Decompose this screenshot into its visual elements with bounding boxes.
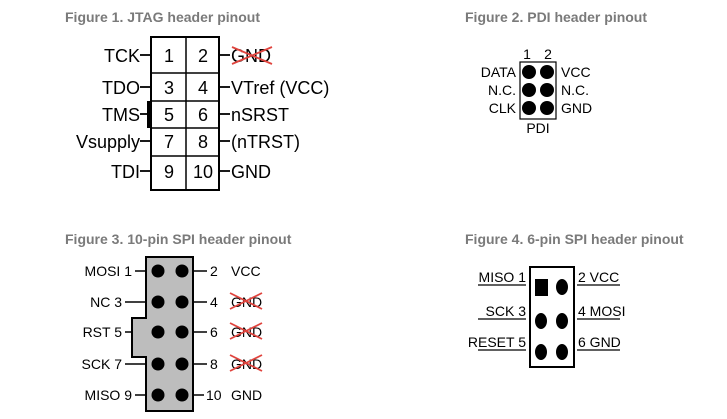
spi6-pin — [556, 279, 568, 295]
strikethrough-mark — [229, 354, 263, 372]
pdi-right-label: N.C. — [561, 82, 589, 98]
jtag-signal-label: TCK — [104, 46, 140, 66]
spi6-pin — [556, 313, 568, 329]
spi6-left-label: SCK 3 — [486, 303, 527, 319]
spi10-right-number: 6 — [210, 324, 218, 340]
pdi-column-label: 1 — [523, 46, 531, 62]
spi10-pin — [175, 388, 189, 402]
jtag-signal-label: TDI — [111, 162, 140, 182]
jtag-pin-number: 7 — [164, 132, 174, 152]
spi6-pin — [556, 344, 568, 360]
jtag-pin-number: 9 — [164, 162, 174, 182]
pdi-pin — [522, 65, 536, 79]
spi10-pin — [151, 388, 165, 402]
spi10-pin — [175, 357, 189, 371]
jtag-pin-number: 2 — [198, 46, 208, 66]
spi10-right-number: 2 — [210, 263, 218, 279]
pdi-column-label: 2 — [544, 46, 552, 62]
spi6-pin-1-square — [535, 279, 548, 296]
pdi-right-label: GND — [561, 100, 592, 116]
figure-4-title: Figure 4. 6-pin SPI header pinout — [465, 231, 684, 247]
spi6-pin — [535, 313, 547, 329]
pdi-pin — [540, 101, 554, 115]
spi10-left-label: SCK 7 — [82, 356, 123, 372]
jtag-signal-label: Vsupply — [76, 132, 140, 152]
spi10-pin — [175, 325, 189, 339]
spi10-pin — [175, 264, 189, 278]
pdi-pin — [522, 83, 536, 97]
spi10-right-signal: GND — [231, 387, 262, 403]
jtag-pin-number: 3 — [164, 78, 174, 98]
figure-1-title: Figure 1. JTAG header pinout — [65, 9, 260, 25]
jtag-signal-label: TDO — [102, 78, 140, 98]
jtag-pin-number: 6 — [198, 105, 208, 125]
spi10-left-label: NC 3 — [90, 294, 122, 310]
jtag-header: 1 TCK 2GND 3 TDO 4 VTref (VCC) 5 TMS 6 nSRST 7 Vsupp… — [76, 36, 329, 191]
spi10-pin — [151, 357, 165, 371]
pdi-header: 1 2 DATA VCC N.C. N.C. CLK GND PDI — [481, 46, 592, 136]
strikethrough-mark — [229, 322, 263, 340]
jtag-pin-number: 10 — [193, 162, 213, 182]
spi10-left-label: RST 5 — [83, 324, 123, 340]
pdi-pin — [522, 101, 536, 115]
spi10-right-number: 10 — [206, 387, 222, 403]
spi10-right-signal: VCC — [231, 263, 261, 279]
spi10-right-number: 4 — [210, 294, 218, 310]
jtag-signal-label: GND — [231, 162, 271, 182]
spi10-pin — [151, 264, 165, 278]
figure-3-title: Figure 3. 10-pin SPI header pinout — [65, 231, 292, 247]
spi6-header: MISO 1 2 VCC SCK 3 4 MOSI RESET 5 6 GND — [468, 266, 625, 368]
jtag-pin-number: 8 — [198, 132, 208, 152]
spi10-pin — [151, 325, 165, 339]
spi10-pin — [175, 295, 189, 309]
spi6-right-label: 6 GND — [578, 334, 621, 350]
spi10-left-label: MISO 9 — [85, 387, 133, 403]
spi10-pin — [151, 295, 165, 309]
pdi-left-label: CLK — [489, 100, 517, 116]
figure-2-title: Figure 2. PDI header pinout — [465, 9, 648, 25]
jtag-signal-label: TMS — [102, 105, 140, 125]
pdi-pin — [540, 65, 554, 79]
pdi-right-label: VCC — [561, 64, 591, 80]
jtag-pin-number: 1 — [164, 46, 174, 66]
spi6-left-label: MISO 1 — [479, 269, 527, 285]
strikethrough-mark — [229, 292, 263, 310]
spi6-right-label: 4 MOSI — [578, 303, 625, 319]
jtag-signal-label: (nTRST) — [231, 132, 300, 152]
pdi-pin — [540, 83, 554, 97]
spi6-pin — [535, 344, 547, 360]
spi6-left-label: RESET 5 — [468, 334, 526, 350]
spi6-right-label: 2 VCC — [578, 269, 619, 285]
jtag-signal-label: VTref (VCC) — [231, 78, 329, 98]
spi10-left-label: MOSI 1 — [85, 263, 133, 279]
pdi-left-label: N.C. — [488, 82, 516, 98]
pdi-connector-label: PDI — [526, 120, 549, 136]
jtag-pin-number: 4 — [198, 78, 208, 98]
jtag-pin-number: 5 — [164, 105, 174, 125]
strikethrough-mark — [231, 46, 273, 65]
pdi-left-label: DATA — [481, 64, 517, 80]
jtag-signal-label: nSRST — [231, 105, 289, 125]
spi10-right-number: 8 — [210, 356, 218, 372]
